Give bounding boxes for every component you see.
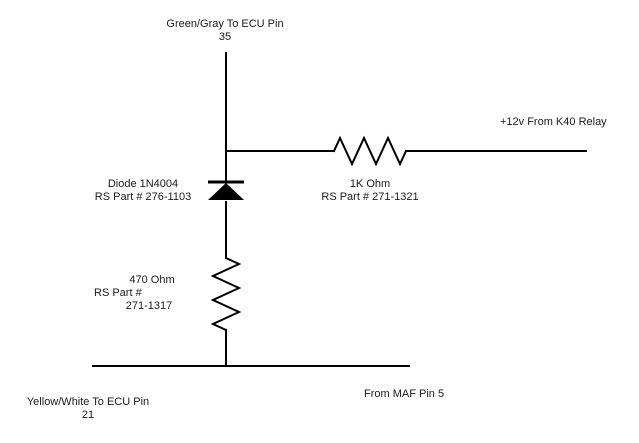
- label-1k-resistor-value: 1K Ohm: [349, 178, 391, 190]
- label-ecu-pin-21-number: 21: [81, 409, 95, 421]
- label-diode-part: Diode 1N4004: [107, 178, 179, 190]
- label-ecu-pin-21: Yellow/White To ECU Pin 21: [15, 396, 161, 422]
- diode-1n4004: [208, 180, 244, 200]
- label-ecu-pin-35-number: 35: [218, 31, 232, 43]
- label-470-resistor-rs-part: RS Part #: [94, 287, 142, 299]
- label-ecu-pin-35-wire: Green/Gray To ECU Pin: [166, 18, 284, 30]
- resistor-470-ohm: [210, 256, 242, 332]
- label-maf-pin-5: From MAF Pin 5: [364, 388, 445, 400]
- label-1k-resistor-rs-part: RS Part # 271-1321: [321, 191, 419, 203]
- label-k40-relay: +12v From K40 Relay: [500, 116, 607, 128]
- label-470-resistor: 470 Ohm RS Part # 271-1317: [88, 274, 192, 313]
- label-ecu-pin-21-wire: Yellow/White To ECU Pin: [26, 396, 150, 408]
- label-diode: Diode 1N4004 RS Part # 276-1103: [86, 178, 200, 204]
- label-470-resistor-value: 470 Ohm: [129, 274, 175, 286]
- label-470-resistor-part-number: 271-1317: [125, 300, 173, 312]
- resistor-1k-ohm: [332, 135, 408, 167]
- diode-anode-triangle: [208, 183, 244, 200]
- label-1k-resistor: 1K Ohm RS Part # 271-1321: [315, 178, 425, 204]
- label-ecu-pin-35: Green/Gray To ECU Pin 35: [150, 18, 300, 44]
- label-diode-rs-part: RS Part # 276-1103: [94, 191, 192, 203]
